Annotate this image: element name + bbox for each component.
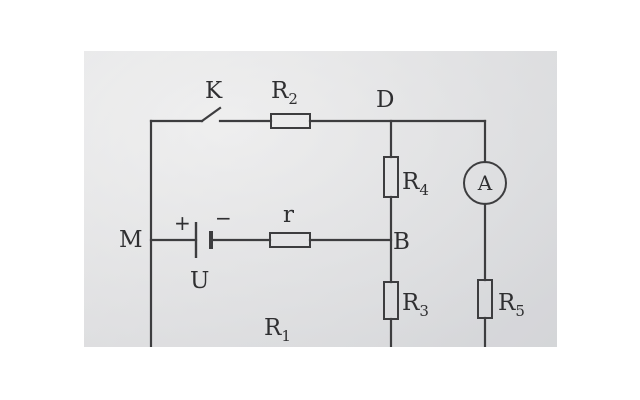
node-m-label: M — [119, 227, 143, 253]
source-u-label: U — [190, 268, 209, 294]
resistor-r1-label: R1 — [264, 315, 291, 345]
resistor-r5-index: 5 — [515, 302, 525, 320]
ammeter-label: A — [477, 171, 493, 195]
resistor-r3 — [383, 281, 399, 320]
resistor-r4-letter: R — [402, 169, 420, 195]
resistor-r4 — [383, 156, 399, 198]
resistor-r4-label: R4 — [402, 169, 429, 199]
resistor-r2-index: 2 — [288, 90, 298, 108]
ammeter-circle — [463, 161, 507, 205]
resistor-r2 — [270, 113, 311, 129]
circuit-diagram: A K R2 D R4 + − r M B U R3 R5 R1 — [84, 51, 557, 347]
resistor-r3-letter: R — [402, 290, 420, 316]
switch-k-blade — [200, 106, 222, 123]
circuit-photo: A K R2 D R4 + − r M B U R3 R5 R1 — [84, 51, 557, 347]
resistor-r5 — [477, 279, 493, 319]
resistor-r1-letter: R — [264, 315, 282, 341]
resistor-r1-index: 1 — [281, 327, 291, 345]
resistor-r3-label: R3 — [402, 290, 429, 320]
resistor-r4-index: 4 — [419, 181, 429, 199]
internal-resistance-label: r — [283, 202, 294, 228]
resistor-r5-label: R5 — [498, 290, 525, 320]
switch-k-label: K — [205, 78, 223, 104]
node-b-label: B — [393, 229, 410, 255]
paper-shading — [84, 51, 557, 347]
node-d-label: D — [376, 87, 394, 113]
resistor-r5-letter: R — [498, 290, 516, 316]
resistor-r2-label: R2 — [271, 78, 298, 108]
resistor-r — [269, 232, 311, 248]
battery-plus-sign: + — [174, 211, 191, 235]
resistor-r2-letter: R — [271, 78, 289, 104]
battery-minus-sign: − — [215, 206, 232, 230]
resistor-r3-index: 3 — [419, 302, 429, 320]
